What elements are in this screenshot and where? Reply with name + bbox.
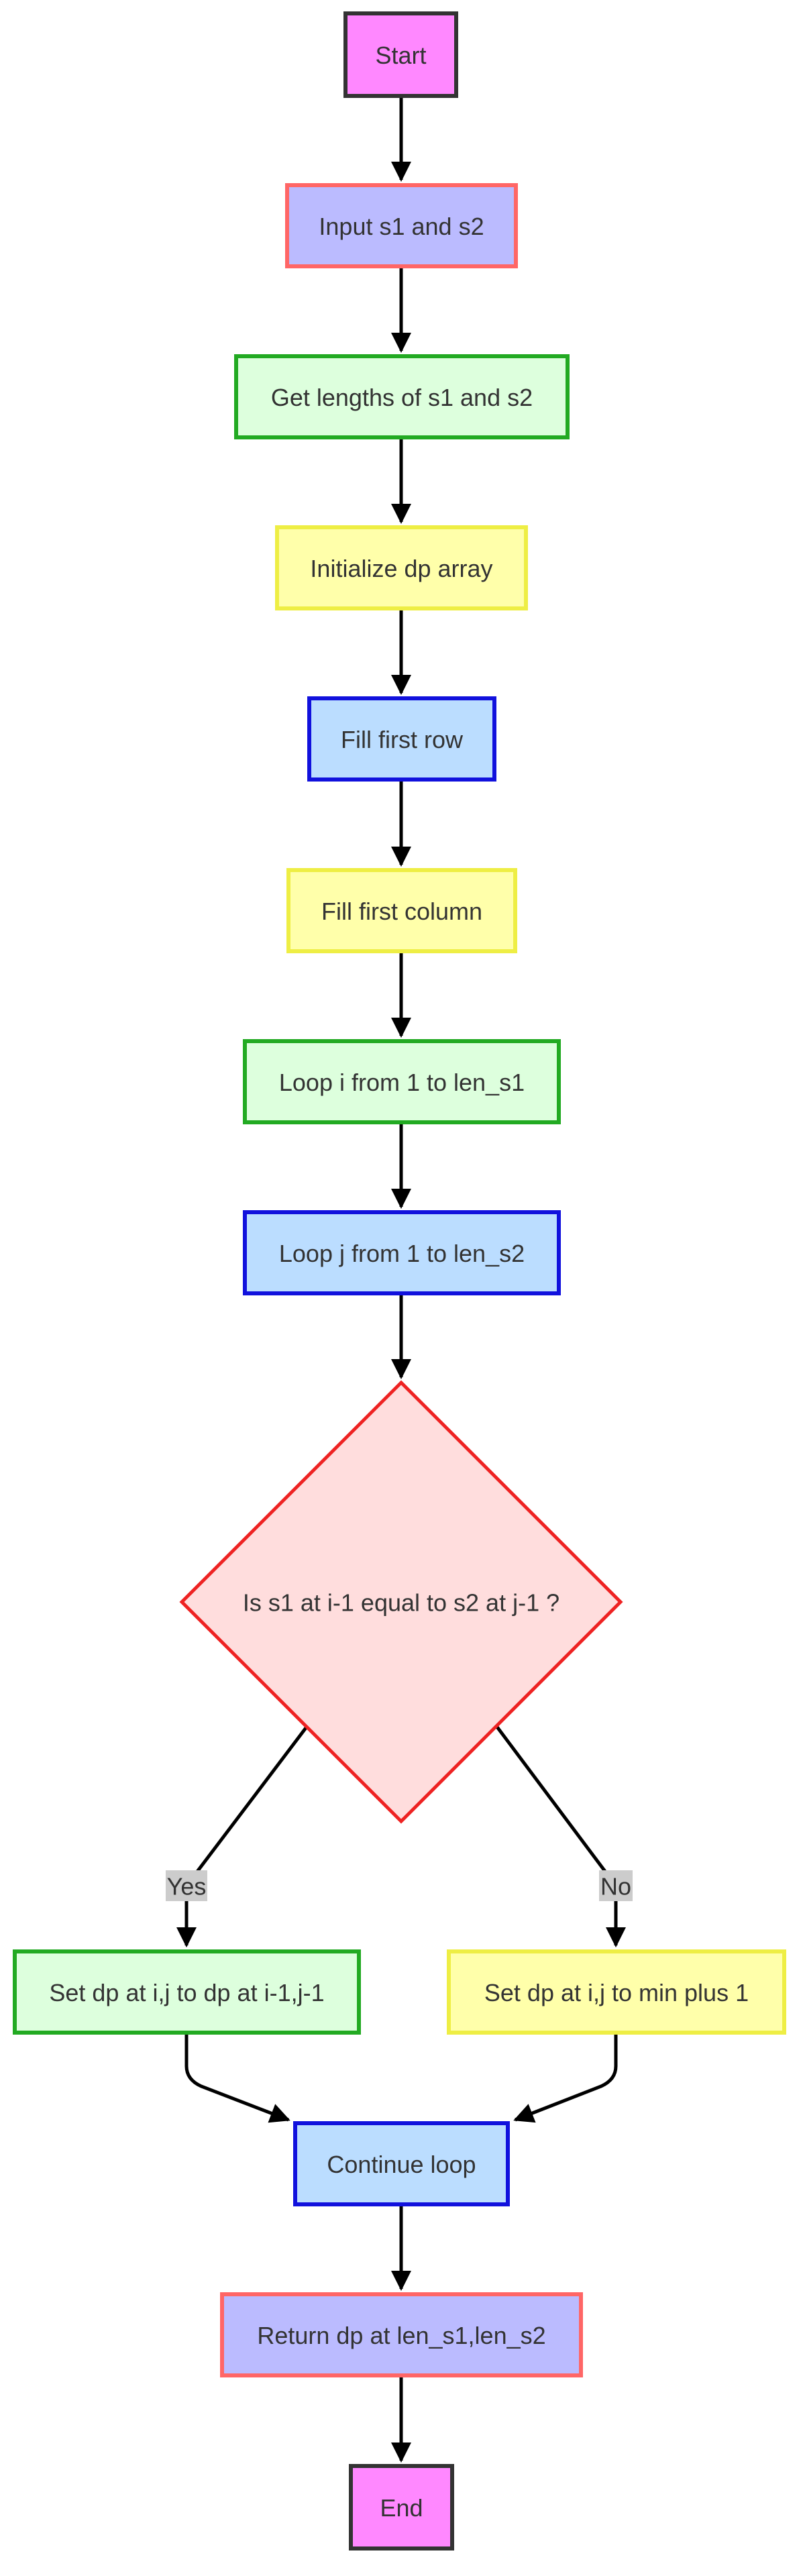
node-box: [220, 2292, 583, 2377]
node-box: [307, 696, 496, 782]
node-label: Input s1 and s2: [319, 213, 484, 240]
node-box: [285, 183, 518, 268]
node-lengths: Get lengths of s1 and s2: [234, 354, 570, 439]
edge-decision-to-set-diag: [176, 1725, 309, 1947]
node-box: [243, 1039, 561, 1124]
decision-diamond-shape: [179, 1380, 623, 1824]
node-fill-row: Fill first row: [307, 696, 496, 782]
node-fill-col: Fill first column: [286, 868, 517, 953]
edge-label-no: No: [599, 1870, 633, 1901]
node-label: Get lengths of s1 and s2: [271, 384, 533, 411]
node-input: Input s1 and s2: [285, 183, 518, 268]
edge-set-min-to-continue: [513, 2033, 618, 2123]
edge-label-text: Yes: [167, 1873, 207, 1900]
node-label: Return dp at len_s1,len_s2: [257, 2322, 545, 2349]
node-label: Set dp at i,j to min plus 1: [484, 1979, 749, 2006]
edge-decision-to-set-min: [494, 1725, 626, 1947]
node-box: [234, 354, 570, 439]
edge-label-background: [166, 1870, 207, 1901]
node-box: [343, 11, 458, 98]
edge-set-diag-to-continue: [184, 2033, 290, 2123]
node-return: Return dp at len_s1,len_s2: [220, 2292, 583, 2377]
node-end: End: [349, 2464, 454, 2551]
node-label: Fill first column: [321, 898, 482, 925]
node-box: [447, 1949, 786, 2035]
node-box: [13, 1949, 361, 2035]
node-label: End: [380, 2494, 423, 2522]
node-box: [275, 525, 528, 610]
node-set-min: Set dp at i,j to min plus 1: [447, 1949, 786, 2035]
edge-label-background: [599, 1870, 633, 1901]
node-decision: Is s1 at i-1 equal to s2 at j-1 ?: [179, 1380, 623, 1824]
node-loop-j: Loop j from 1 to len_s2: [243, 1210, 561, 1295]
node-label: Loop i from 1 to len_s1: [279, 1069, 525, 1096]
edge-labels-layer: Yes No: [166, 1870, 633, 1901]
node-box: [243, 1210, 561, 1295]
edge-label-text: No: [600, 1873, 631, 1900]
node-label: Start: [375, 42, 426, 69]
node-label: Set dp at i,j to dp at i-1,j-1: [49, 1979, 324, 2006]
node-label: Loop j from 1 to len_s2: [279, 1240, 525, 1267]
node-label: Initialize dp array: [310, 555, 492, 582]
node-label: Continue loop: [327, 2151, 476, 2178]
node-box: [349, 2464, 454, 2551]
node-label: Is s1 at i-1 equal to s2 at j-1 ?: [243, 1589, 559, 1617]
node-set-diag: Set dp at i,j to dp at i-1,j-1: [13, 1949, 361, 2035]
node-continue: Continue loop: [293, 2121, 510, 2206]
node-init: Initialize dp array: [275, 525, 528, 610]
node-label: Fill first row: [341, 726, 464, 753]
node-box: [286, 868, 517, 953]
node-box: [293, 2121, 510, 2206]
node-loop-i: Loop i from 1 to len_s1: [243, 1039, 561, 1124]
node-start: Start: [343, 11, 458, 98]
edge-label-yes: Yes: [166, 1870, 207, 1901]
